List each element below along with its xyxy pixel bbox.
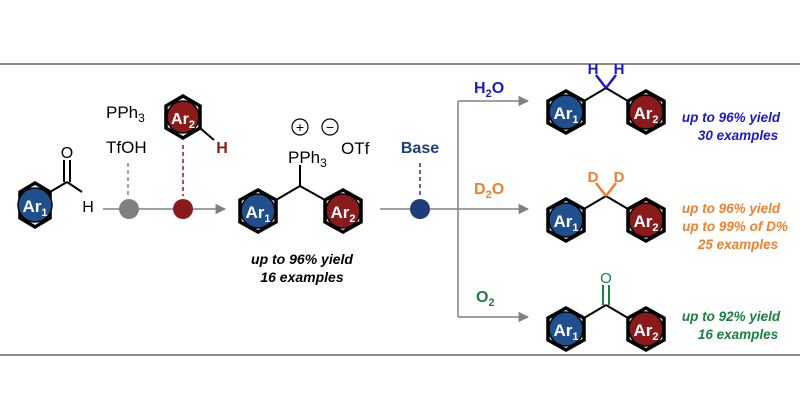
aldehyde-hydrogen: H bbox=[82, 199, 94, 216]
svg-text:Ar1: Ar1 bbox=[245, 203, 270, 225]
svg-text:Ar2: Ar2 bbox=[633, 321, 658, 343]
product-deuterated: Ar1 Ar2 D D bbox=[546, 169, 666, 244]
svg-text:Ar2: Ar2 bbox=[171, 111, 195, 131]
reagent-tfoh: TfOH bbox=[106, 138, 147, 157]
h2o-yield: up to 96% yield bbox=[682, 110, 781, 125]
svg-text:Ar1: Ar1 bbox=[553, 212, 578, 234]
base-label: Base bbox=[401, 140, 439, 157]
svg-text:H: H bbox=[588, 61, 599, 78]
d2o-deuterium-incorporation: up to 99% of D% bbox=[682, 219, 788, 234]
svg-text:D: D bbox=[614, 169, 625, 186]
svg-text:H: H bbox=[614, 61, 625, 78]
d2o-yield: up to 96% yield bbox=[682, 201, 781, 216]
red-reagent-dot bbox=[173, 199, 193, 219]
ar2-h-reagent: Ar2 H bbox=[164, 93, 228, 157]
o2-examples: 16 examples bbox=[698, 327, 779, 342]
product-ketone: Ar1 Ar2 O bbox=[546, 270, 666, 353]
ar1-label: Ar bbox=[22, 197, 41, 216]
svg-text:O: O bbox=[600, 270, 612, 287]
gray-reagent-dot bbox=[119, 199, 139, 219]
product-diarylmethane: Ar1 Ar2 H H bbox=[546, 61, 666, 136]
triflate-counterion: OTf bbox=[341, 139, 370, 158]
base-dot bbox=[410, 199, 430, 219]
h2o-reagent: H2O bbox=[474, 80, 504, 100]
aldehyde-oxygen: O bbox=[61, 145, 73, 162]
positive-charge: + bbox=[296, 119, 304, 135]
negative-charge: − bbox=[326, 119, 334, 135]
d2o-examples: 25 examples bbox=[697, 237, 779, 252]
svg-text:Ar2: Ar2 bbox=[330, 203, 355, 225]
o2-yield: up to 92% yield bbox=[682, 309, 781, 324]
aldehyde-structure: Ar1 O H bbox=[17, 145, 94, 230]
phosphonium-intermediate: Ar1 Ar2 PPh3 + − OTf bbox=[238, 118, 370, 235]
svg-text:Ar2: Ar2 bbox=[633, 212, 658, 234]
intermediate-yield: up to 96% yield bbox=[251, 251, 353, 267]
ar1-subscript: 1 bbox=[41, 207, 47, 219]
intermediate-examples: 16 examples bbox=[260, 269, 343, 285]
svg-text:Ar1: Ar1 bbox=[553, 321, 578, 343]
svg-text:Ar2: Ar2 bbox=[633, 104, 658, 126]
svg-text:Ar1: Ar1 bbox=[553, 104, 578, 126]
o2-reagent: O2 bbox=[476, 289, 495, 309]
ar2-hydrogen: H bbox=[216, 140, 228, 157]
reagent-pph3: PPh3 bbox=[106, 103, 145, 125]
svg-text:Ar1: Ar1 bbox=[22, 197, 47, 219]
svg-text:D: D bbox=[588, 169, 599, 186]
pph3-group: PPh3 bbox=[288, 148, 327, 170]
d2o-reagent: D2O bbox=[474, 181, 504, 201]
h2o-examples: 30 examples bbox=[698, 128, 779, 143]
